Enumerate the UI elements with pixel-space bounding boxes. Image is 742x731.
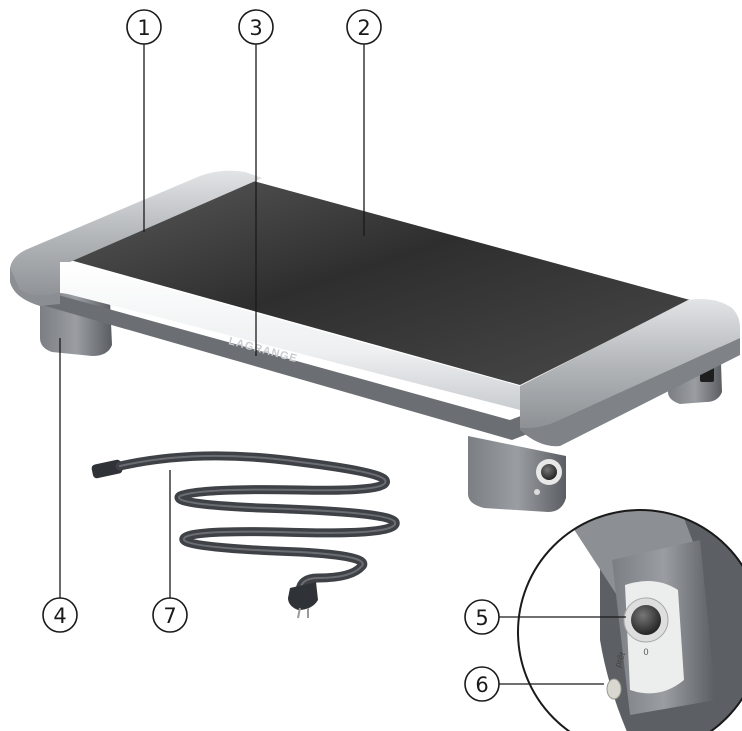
power-cord [91,451,400,619]
ready-lamp [606,678,622,700]
end-cap-left [10,170,262,300]
leader-lines [59,44,626,685]
svg-text:7: 7 [163,604,176,628]
svg-text:3: 3 [249,16,262,40]
svg-text:2: 2 [357,16,370,40]
callout-2: 2 [346,9,382,45]
end-cap-right [520,299,740,429]
svg-text:1: 1 [137,16,150,40]
cord-plug [288,582,318,610]
zoom-frame [517,509,742,731]
callout-7: 7 [152,597,188,633]
switch-on-label: I [645,588,648,598]
foot-front-right [468,436,566,512]
switch-knob-small [541,464,557,480]
callout-4: 4 [42,597,78,633]
on-off-switch [631,605,661,635]
callout-6: 6 [464,666,500,702]
callout-5: 5 [464,599,500,635]
front-trim [60,262,520,410]
svg-text:6: 6 [475,673,488,697]
switch-off-label: 0 [643,647,648,657]
hot-plate: LAGRANGE [10,170,740,512]
cord-connector [91,459,123,479]
zoom-detail: I 0 prêt [517,509,742,731]
callout-1: 1 [126,9,162,45]
glass-top [70,180,690,385]
svg-text:4: 4 [53,604,66,628]
svg-text:5: 5 [475,606,488,630]
callout-3: 3 [238,9,274,45]
